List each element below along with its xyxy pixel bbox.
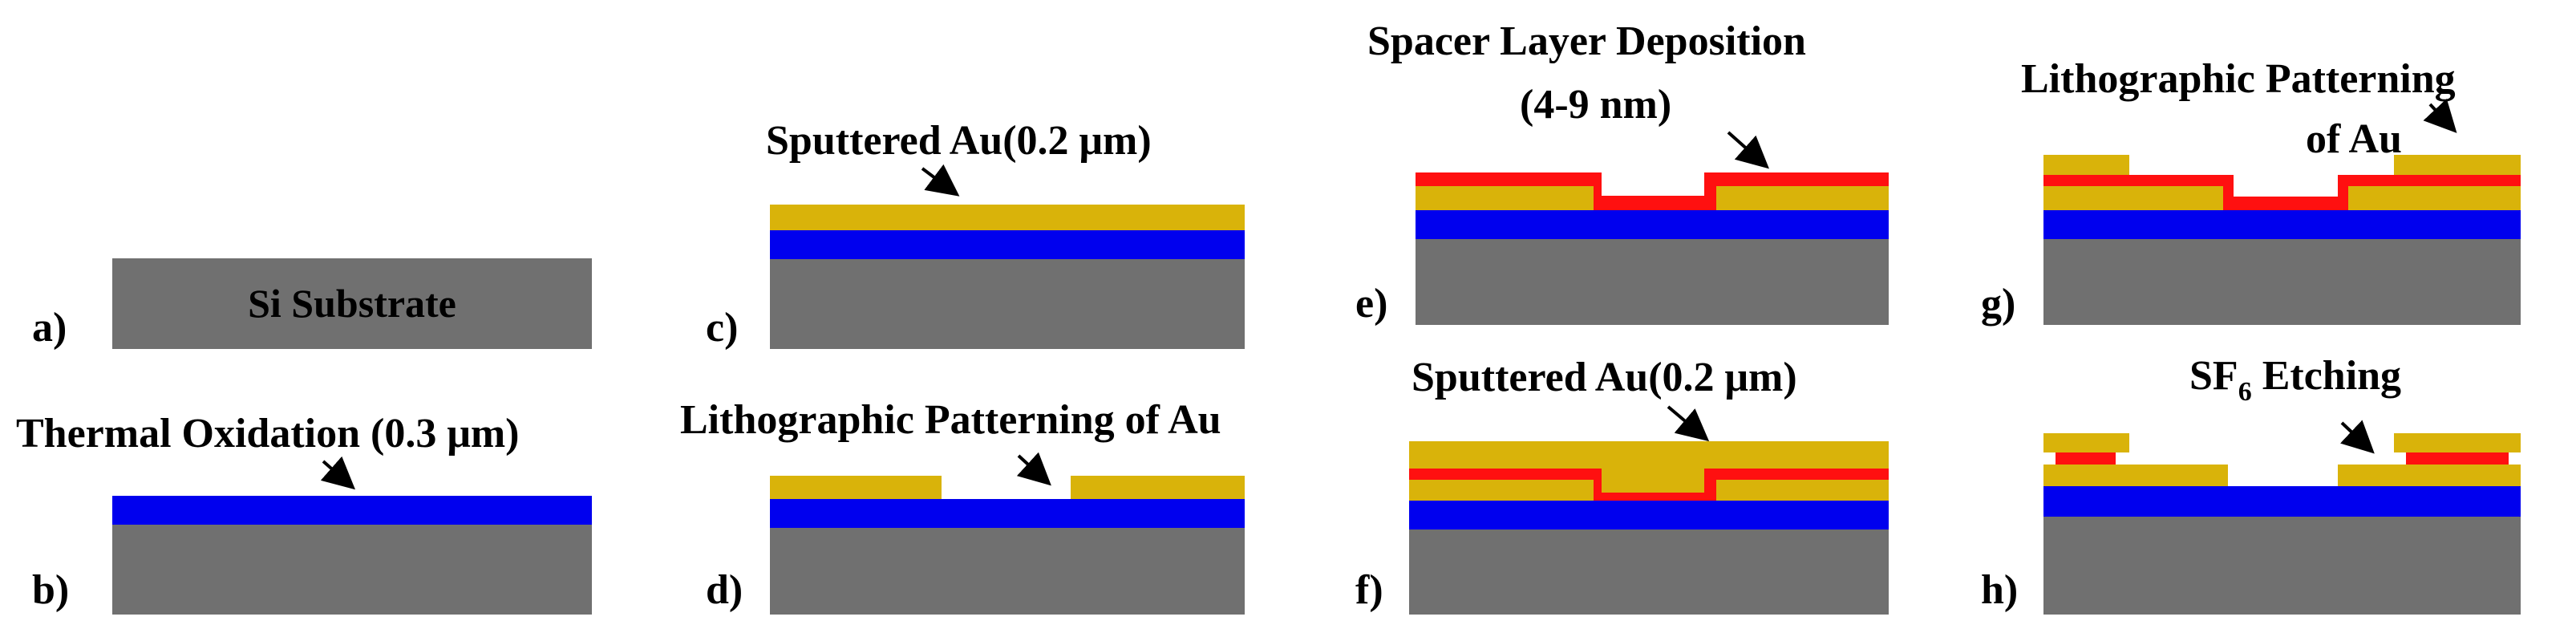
oxide-layer <box>2043 486 2521 517</box>
panel-label-a: a) <box>32 305 67 351</box>
arrow <box>1667 405 1710 442</box>
gold-pad-right <box>1071 476 1245 499</box>
panel-c: Sputtered Au(0.2 μm) c) <box>706 118 1245 351</box>
panel-e: Spacer Layer Deposition (4-9 nm) e) <box>1355 18 1889 327</box>
oxide-layer <box>770 499 1245 528</box>
arrow <box>320 456 355 490</box>
caption-sputtered-au: Sputtered Au(0.2 μm) <box>766 118 1152 164</box>
panel-label-g: g) <box>1981 281 2015 327</box>
gold-top-pad-right <box>2394 155 2521 175</box>
panel-b: Thermal Oxidation (0.3 μm) b) <box>16 411 592 615</box>
panel-label-f: f) <box>1355 567 1383 613</box>
si-substrate-layer <box>2043 239 2521 325</box>
gold-pad-right <box>2338 465 2521 486</box>
gold-pad-left <box>2043 465 2228 486</box>
gold-top-pad-right <box>2394 433 2521 452</box>
gold-pad-left <box>770 476 942 499</box>
spacer-layer <box>1416 172 1889 210</box>
si-substrate-layer <box>770 259 1245 349</box>
si-substrate-layer <box>112 525 592 615</box>
caption-lithographic-line2: of Au <box>2306 116 2402 162</box>
caption-lithographic-line1: Lithographic Patterning <box>2021 56 2456 102</box>
panel-g: Lithographic Patterning of Au g) <box>1981 56 2521 327</box>
caption-lithographic-patterning: Lithographic Patterning of Au <box>680 397 1221 443</box>
gold-pad-right <box>1716 480 1889 501</box>
panel-f: Sputtered Au(0.2 μm) f) <box>1355 355 1889 615</box>
si-substrate-layer <box>112 258 592 349</box>
arrow <box>1727 131 1769 169</box>
substrate-label: Si Substrate <box>248 281 456 326</box>
gold-pad-left <box>1416 186 1594 210</box>
caption-spacer-line2: (4-9 nm) <box>1520 82 1671 128</box>
gold-pad-right <box>2348 186 2521 210</box>
caption-sf6-etching: SF6 Etching <box>2189 353 2401 407</box>
panel-h: SF6 Etching h) <box>1981 353 2521 615</box>
arrow <box>2423 98 2457 133</box>
gold-top-pad-left <box>2043 433 2129 452</box>
panel-label-d: d) <box>706 567 743 613</box>
oxide-layer <box>1409 501 1889 529</box>
gold-pad-right <box>1716 186 1889 210</box>
si-substrate-layer <box>770 528 1245 615</box>
caption-spacer-line1: Spacer Layer Deposition <box>1367 18 1806 64</box>
oxide-layer <box>770 230 1245 259</box>
gold-layer <box>770 205 1245 230</box>
panel-label-e: e) <box>1355 281 1387 327</box>
panel-label-b: b) <box>32 567 69 613</box>
arrow <box>2339 420 2375 454</box>
arrow <box>921 164 960 197</box>
oxide-layer <box>112 496 592 525</box>
spacer-layer <box>1409 469 1889 501</box>
spacer-layer <box>2043 175 2521 210</box>
spacer-remnant-left <box>2056 452 2116 465</box>
gold-top-fill <box>1602 469 1704 493</box>
arrow <box>1016 452 1051 486</box>
caption-thermal-oxidation: Thermal Oxidation (0.3 μm) <box>16 411 519 456</box>
panel-label-c: c) <box>706 305 738 351</box>
panel-d: Lithographic Patterning of Au d) <box>680 397 1245 615</box>
caption-sputtered-au: Sputtered Au(0.2 μm) <box>1412 355 1797 400</box>
gold-pad-left <box>2043 186 2223 210</box>
oxide-layer <box>2043 210 2521 239</box>
gold-pad-left <box>1409 480 1594 501</box>
panel-a: Si Substrate a) <box>32 258 592 351</box>
si-substrate-layer <box>1409 529 1889 615</box>
panel-label-h: h) <box>1981 567 2018 613</box>
gold-top-pad-left <box>2043 155 2129 175</box>
gold-top-layer <box>1409 441 1889 469</box>
oxide-layer <box>1416 210 1889 239</box>
si-substrate-layer <box>2043 517 2521 615</box>
spacer-remnant-right <box>2406 452 2509 465</box>
si-substrate-layer <box>1416 239 1889 325</box>
